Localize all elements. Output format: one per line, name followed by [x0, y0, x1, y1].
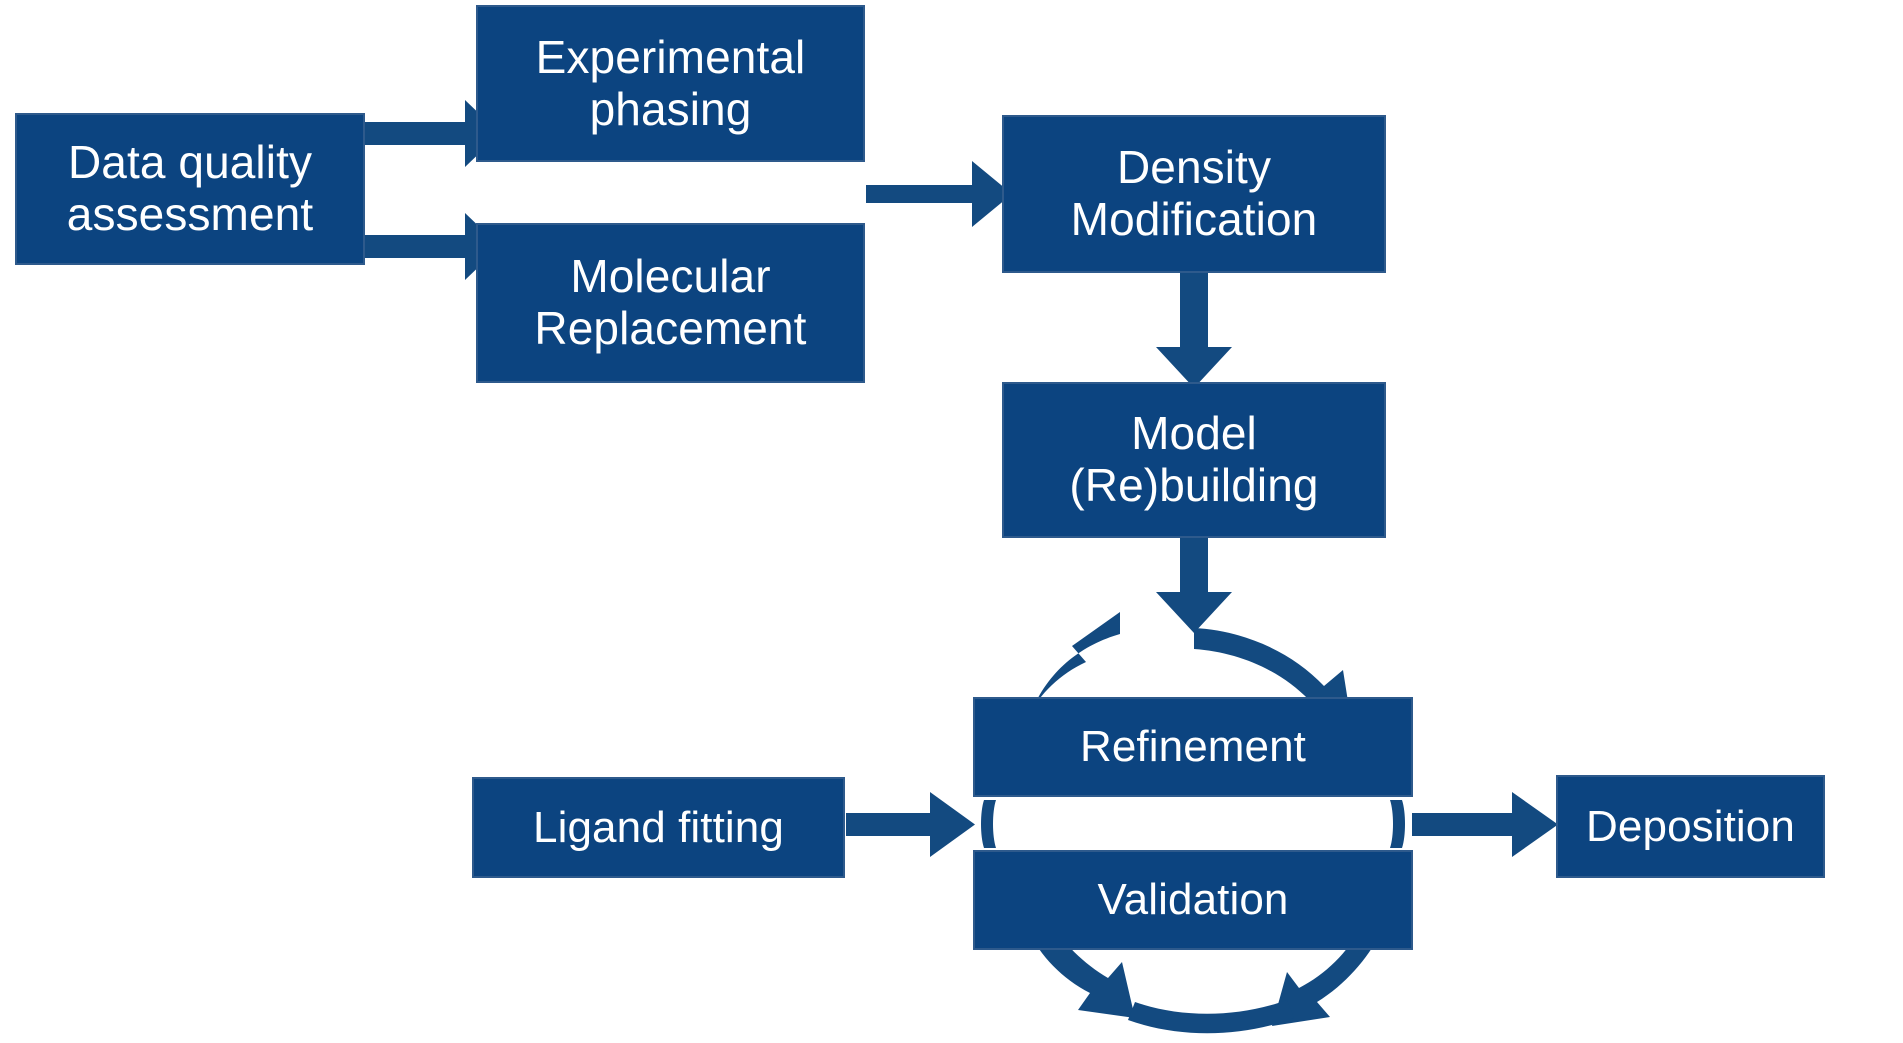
node-refinement[interactable]: Refinement	[973, 697, 1413, 797]
arrow-density-to-model-rebuilding	[1156, 273, 1232, 388]
node-experimental-phasing[interactable]: Experimental phasing	[476, 5, 865, 162]
node-density-modification[interactable]: Density Modification	[1002, 115, 1386, 273]
node-molecular-replacement[interactable]: Molecular Replacement	[476, 223, 865, 383]
arrow-data-quality-to-molecular-replacement	[363, 213, 500, 280]
arrow-ligand-fitting-to-cycle	[846, 792, 975, 857]
arrow-model-to-refinement-cycle	[1156, 538, 1232, 633]
node-model-rebuilding[interactable]: Model (Re)building	[1002, 382, 1386, 538]
cycle-arrows-refinement-validation	[981, 612, 1405, 1034]
arrow-phasing-to-density-modification	[866, 161, 1012, 227]
arrow-data-quality-to-experimental-phasing	[363, 100, 500, 167]
arrow-cycle-to-deposition	[1412, 792, 1558, 857]
node-ligand-fitting[interactable]: Ligand fitting	[472, 777, 845, 878]
node-deposition[interactable]: Deposition	[1556, 775, 1825, 878]
node-data-quality-assessment[interactable]: Data quality assessment	[15, 113, 365, 265]
node-validation[interactable]: Validation	[973, 850, 1413, 950]
